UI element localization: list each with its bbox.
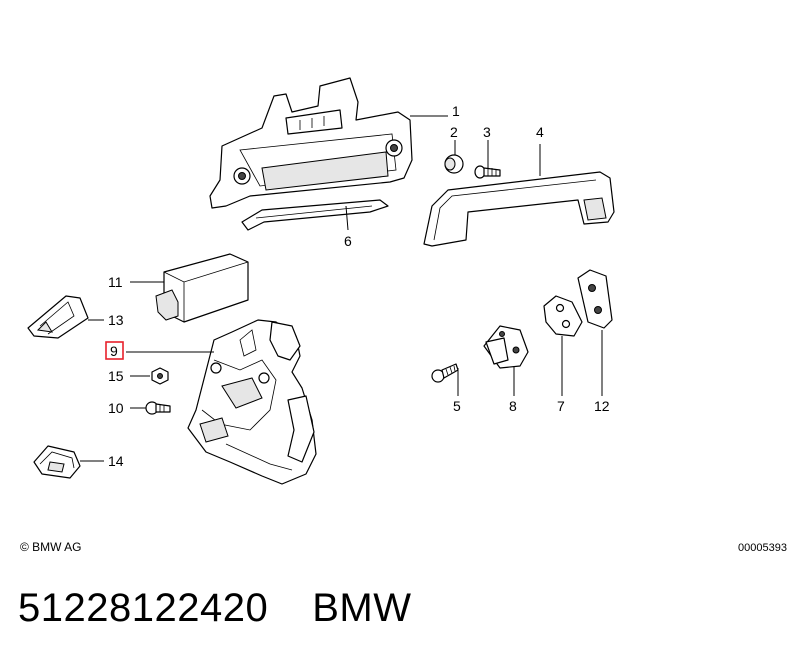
part-5-screw[interactable] [431, 363, 459, 383]
part-12-backing-plate[interactable] [577, 269, 613, 329]
callout-10[interactable]: 10 [108, 400, 124, 416]
part-11-actuator[interactable] [155, 253, 249, 323]
part-9-door-lock[interactable] [187, 319, 317, 485]
part-15-nut[interactable] [151, 367, 169, 385]
brand-name: BMW [312, 586, 412, 630]
part-8-striker[interactable] [483, 325, 529, 369]
part-1-handle-carrier[interactable] [209, 77, 413, 209]
callout-12[interactable]: 12 [594, 398, 610, 414]
callout-2[interactable]: 2 [450, 124, 458, 140]
part-10-bolt[interactable] [145, 401, 171, 415]
callout-14[interactable]: 14 [108, 453, 124, 469]
callout-6[interactable]: 6 [344, 233, 352, 249]
part-number: 51228122420 [18, 586, 269, 630]
callout-9[interactable]: 9 [110, 343, 118, 359]
diagram-id: 00005393 [738, 542, 787, 554]
callout-8[interactable]: 8 [509, 398, 517, 414]
callout-13[interactable]: 13 [108, 312, 124, 328]
callout-15[interactable]: 15 [108, 368, 124, 384]
callout-1[interactable]: 1 [452, 103, 460, 119]
part-7-plate[interactable] [543, 295, 583, 337]
callout-11[interactable]: 11 [108, 274, 123, 290]
part-13-clip[interactable] [27, 295, 89, 339]
part-4-outer-handle[interactable] [423, 171, 615, 247]
footer-caption: 51228122420 BMW [18, 586, 411, 631]
callout-4[interactable]: 4 [536, 124, 544, 140]
callout-7[interactable]: 7 [557, 398, 565, 414]
part-6-seal-strip[interactable] [241, 199, 389, 231]
callout-3[interactable]: 3 [483, 124, 491, 140]
callout-5[interactable]: 5 [453, 398, 461, 414]
copyright-notice: © BMW AG [20, 540, 82, 554]
part-3-screw[interactable] [474, 165, 501, 179]
callout-9-highlight [105, 341, 124, 360]
part-14-spring-clip[interactable] [33, 445, 81, 479]
part-2-grommet[interactable] [444, 154, 464, 174]
